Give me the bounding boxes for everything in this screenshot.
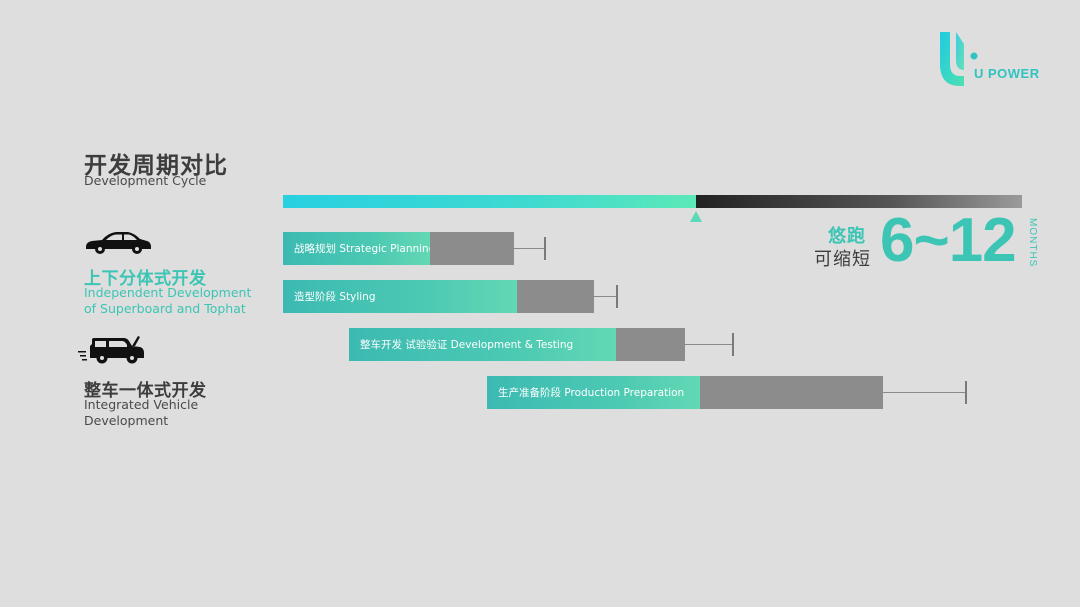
phase-bar-upower: 造型阶段 Styling	[283, 280, 517, 313]
category-split-label-en-line1: Independent Development	[84, 285, 252, 300]
suv-car-icon	[76, 336, 148, 366]
category-split-label-cn: 上下分体式开发	[84, 269, 207, 289]
timeline-marker-icon	[690, 211, 702, 222]
upower-logo: U POWER	[934, 30, 1054, 90]
timeline-bar	[283, 195, 1022, 208]
page-title: 开发周期对比	[84, 153, 228, 179]
page-subtitle: Development Cycle	[84, 173, 207, 188]
category-split-label-en-line2: of Superboard and Tophat	[84, 301, 246, 316]
timeline-segment-upower	[283, 195, 696, 208]
category-integrated-label-en: Integrated Vehicle Development	[84, 397, 198, 429]
phase-row-production-preparation: 生产准备阶段 Production Preparation	[0, 376, 1080, 409]
logo-text: U POWER	[974, 66, 1040, 81]
phase-whisker-cap	[616, 285, 618, 308]
sedan-car-icon	[84, 229, 152, 255]
category-integrated-label-en-line1: Integrated Vehicle	[84, 397, 199, 412]
phase-row-development-testing: 整车开发 试验验证 Development & Testing	[0, 328, 1080, 361]
phase-bar-extra	[517, 280, 594, 313]
phase-bar-upower: 战略规划 Strategic Planning	[283, 232, 430, 265]
callout-range: 6~12	[880, 206, 1017, 275]
callout-shorten: 可缩短	[814, 249, 871, 270]
category-integrated-label-en-line2: Development	[84, 413, 169, 428]
phase-row-strategic-planning: 战略规划 Strategic Planning	[0, 232, 1080, 265]
phase-whisker-line	[883, 392, 966, 393]
phase-row-styling: 造型阶段 Styling	[0, 280, 1080, 313]
phase-whisker-cap	[732, 333, 734, 356]
phase-bar-upower: 整车开发 试验验证 Development & Testing	[349, 328, 616, 361]
phase-bar-extra	[616, 328, 685, 361]
callout-unit: MONTHS	[1027, 218, 1038, 268]
timeline-segment-traditional	[696, 195, 1022, 208]
category-split-label-en: Independent Development of Superboard an…	[84, 285, 251, 317]
phase-bar-extra	[430, 232, 514, 265]
phase-whisker-line	[685, 344, 733, 345]
category-integrated-label-cn: 整车一体式开发	[84, 381, 207, 401]
callout-brand: 悠跑	[828, 226, 866, 247]
upower-logo-mark-icon	[940, 32, 978, 86]
phase-whisker-line	[514, 248, 545, 249]
phase-whisker-cap	[965, 381, 967, 404]
phase-whisker-line	[594, 296, 617, 297]
phase-bar-upower: 生产准备阶段 Production Preparation	[487, 376, 700, 409]
phase-bar-extra	[700, 376, 883, 409]
phase-whisker-cap	[544, 237, 546, 260]
